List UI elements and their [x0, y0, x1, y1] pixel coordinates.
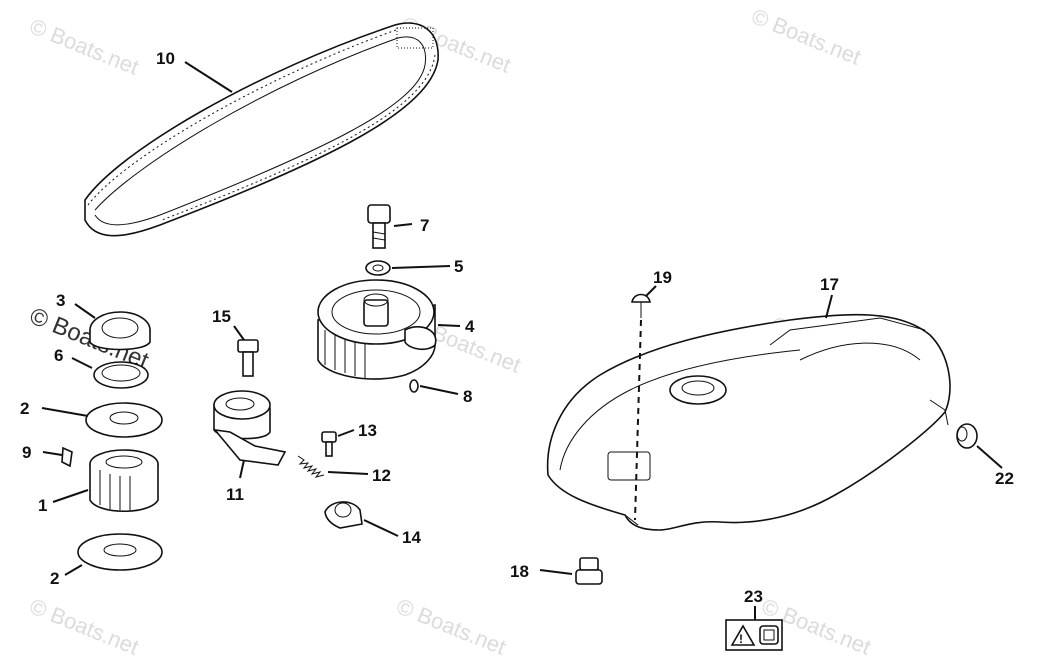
- callout-17: 17: [820, 275, 839, 294]
- callout-9: 9: [22, 443, 31, 462]
- callout-23: 23: [744, 587, 763, 606]
- flywheel-cover-part: [546, 313, 951, 531]
- callout-18: 18: [510, 562, 529, 581]
- callout-15: 15: [212, 307, 231, 326]
- key-part: [61, 446, 73, 468]
- callout-labels: 10 7 5 4 8 3 6 2 9 1 2 15 11 13 12 14 19…: [20, 49, 1014, 606]
- plug-part: [575, 557, 603, 585]
- warning-decal-part: !: [725, 619, 783, 651]
- svg-text:!: !: [739, 632, 743, 646]
- callout-1: 1: [38, 496, 47, 515]
- bolt-part: [367, 204, 391, 249]
- pin-part: [321, 431, 337, 457]
- watermark: © Boats.net: [748, 3, 864, 69]
- spring-part: [297, 455, 325, 478]
- callout-19: 19: [653, 268, 672, 287]
- callout-14: 14: [402, 528, 421, 547]
- ring-part: [93, 361, 149, 389]
- watermark: © Boats.net: [26, 593, 142, 659]
- callout-6: 6: [54, 346, 63, 365]
- bearing-part: [89, 311, 151, 351]
- washer-part: [365, 260, 391, 276]
- tensioner-arm-part: [213, 390, 287, 466]
- callout-7: 7: [420, 216, 429, 235]
- callout-10: 10: [156, 49, 175, 68]
- screw-part: [631, 293, 651, 521]
- grommet-part: [956, 423, 978, 449]
- plate-lower-part: [77, 533, 163, 571]
- callout-11: 11: [226, 485, 244, 504]
- clip-part: [324, 501, 363, 529]
- callout-13: 13: [358, 421, 377, 440]
- plate-upper-part: [85, 402, 163, 438]
- callout-22: 22: [995, 469, 1014, 488]
- callout-12: 12: [372, 466, 391, 485]
- leader-lines: [41, 61, 1003, 620]
- callout-8: 8: [463, 387, 472, 406]
- callout-2: 2: [20, 399, 29, 418]
- bolt-small-part: [237, 339, 259, 377]
- callout-4: 4: [465, 317, 475, 336]
- watermark: © Boats.net: [393, 593, 509, 659]
- small-ring-part: [409, 379, 419, 393]
- watermark: © Boats.net: [26, 13, 142, 79]
- callout-2: 2: [50, 569, 59, 588]
- sprocket-part: [317, 279, 437, 380]
- callout-3: 3: [56, 291, 65, 310]
- timing-belt-part: [84, 22, 439, 237]
- callout-5: 5: [454, 257, 463, 276]
- hub-part: [89, 449, 159, 513]
- warning-triangle-icon: [730, 624, 756, 646]
